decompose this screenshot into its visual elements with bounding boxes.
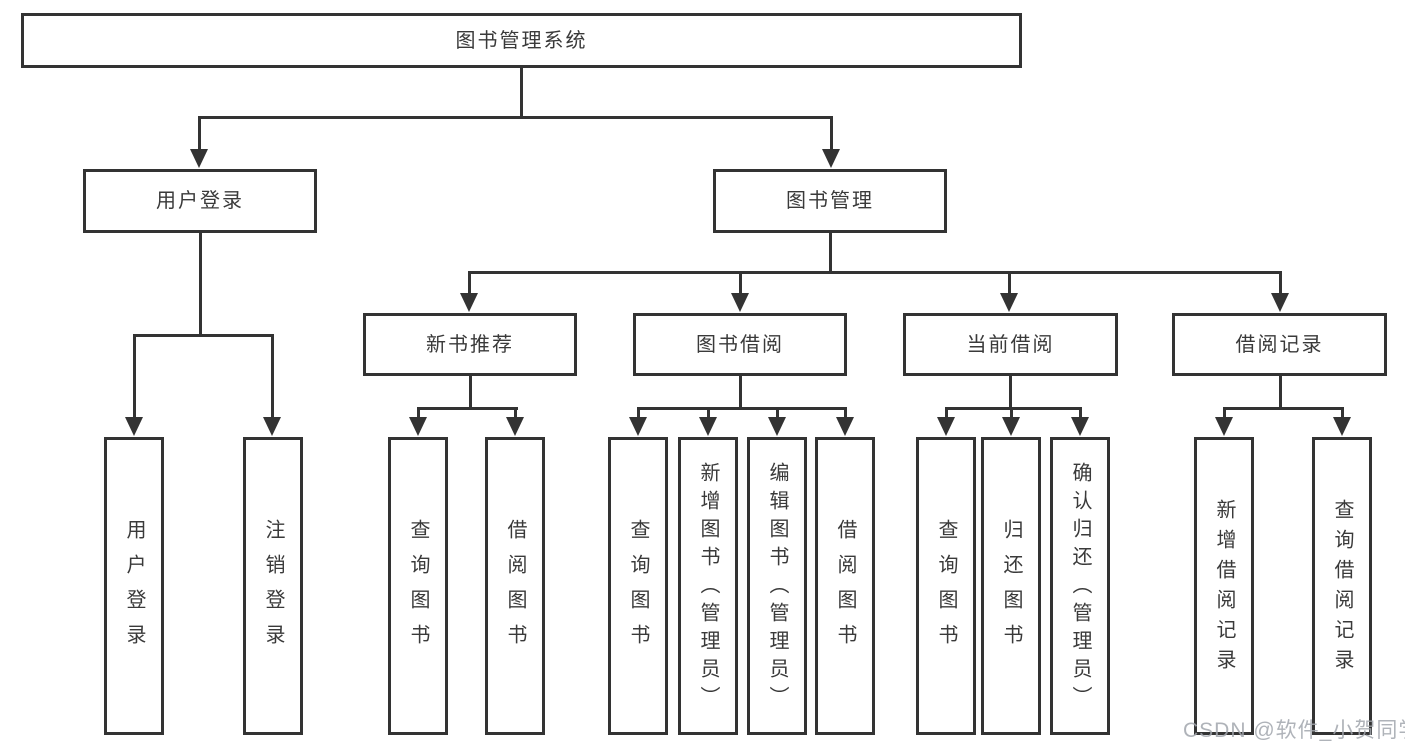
arrow-to-book-management	[822, 117, 840, 168]
leaf-logout: 注销登录	[243, 437, 303, 735]
arrow-to-leaf-add-borrow-record	[1215, 408, 1233, 436]
node-user-login: 用户登录	[83, 169, 317, 233]
connector-book-borrow-branch	[636, 406, 847, 410]
connector-root-stem	[519, 67, 523, 117]
leaf-query-books-borrow: 查询图书	[608, 437, 668, 735]
node-book-borrow: 图书借阅	[633, 313, 847, 376]
arrow-to-leaf-logout	[263, 335, 281, 436]
leaf-query-books-recommend: 查询图书	[388, 437, 448, 735]
connector-borrow-record-branch	[1222, 406, 1344, 410]
arrow-to-leaf-confirm-return-admin	[1071, 408, 1089, 436]
node-new-book-recommend: 新书推荐	[363, 313, 577, 376]
arrow-to-leaf-user-login	[125, 335, 143, 436]
node-book-management: 图书管理	[713, 169, 947, 233]
arrow-to-leaf-borrow-books-recommend	[506, 408, 524, 436]
node-current-borrow: 当前借阅	[903, 313, 1118, 376]
arrow-to-leaf-query-books-current	[937, 408, 955, 436]
leaf-user-login: 用户登录	[104, 437, 164, 735]
arrow-to-leaf-query-books-recommend	[409, 408, 427, 436]
node-borrow-record: 借阅记录	[1172, 313, 1387, 376]
leaf-return-books: 归还图书	[981, 437, 1041, 735]
leaf-query-borrow-record: 查询借阅记录	[1312, 437, 1372, 735]
arrow-to-book-borrow	[731, 272, 749, 312]
leaf-query-books-current: 查询图书	[916, 437, 976, 735]
connector-book-management-branch	[467, 270, 1282, 274]
leaf-add-borrow-record: 新增借阅记录	[1194, 437, 1254, 735]
arrow-to-leaf-edit-books-admin	[768, 408, 786, 436]
arrow-to-leaf-borrow-books	[836, 408, 854, 436]
node-root: 图书管理系统	[21, 13, 1022, 68]
arrow-to-current-borrow	[1000, 272, 1018, 312]
arrow-to-new-book-recommend	[460, 272, 478, 312]
arrow-to-leaf-return-books	[1002, 408, 1020, 436]
connector-borrow-record-stem	[1278, 376, 1282, 409]
connector-root-branch	[197, 115, 833, 119]
connector-current-borrow-branch	[944, 406, 1082, 410]
arrow-to-leaf-query-books-borrow	[629, 408, 647, 436]
leaf-borrow-books: 借阅图书	[815, 437, 875, 735]
leaf-confirm-return-admin: 确认归还（管理员）	[1050, 437, 1110, 735]
arrow-to-leaf-query-borrow-record	[1333, 408, 1351, 436]
connector-user-login-stem	[198, 233, 202, 336]
connector-book-borrow-stem	[738, 376, 742, 409]
leaf-add-books-admin: 新增图书（管理员）	[678, 437, 738, 735]
leaf-borrow-books-recommend: 借阅图书	[485, 437, 545, 735]
connector-new-book-recommend-branch	[416, 406, 518, 410]
connector-book-management-stem	[828, 233, 832, 274]
arrow-to-borrow-record	[1271, 272, 1289, 312]
csdn-watermark: CSDN @软件_小贺同学	[1183, 719, 1405, 742]
connector-new-book-recommend-stem	[468, 376, 472, 409]
connector-current-borrow-stem	[1008, 376, 1012, 409]
connector-user-login-branch	[132, 333, 274, 337]
leaf-edit-books-admin: 编辑图书（管理员）	[747, 437, 807, 735]
arrow-to-user-login	[190, 117, 208, 168]
arrow-to-leaf-add-books-admin	[699, 408, 717, 436]
